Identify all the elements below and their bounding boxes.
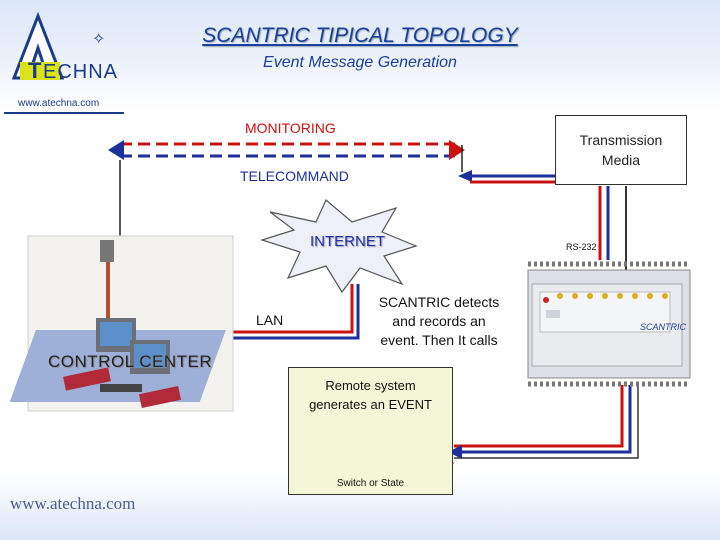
transmission-label-line1: Transmission (579, 132, 663, 148)
transmission-arrow-icon (458, 170, 472, 182)
header-divider (4, 112, 124, 114)
remote-line2: generates an EVENT (309, 397, 432, 412)
event-line-black (454, 385, 639, 459)
transmission-label-line2: Media (601, 152, 641, 168)
atechna-logo: T ECHNA ✧ (10, 12, 122, 92)
internet-cloud-icon (259, 199, 418, 294)
event-line-red (454, 385, 624, 448)
logo-text: ECHNA (43, 61, 118, 83)
switch-label: Switch or State (336, 478, 405, 489)
scantric-desc-line3: event. Then It calls (380, 332, 498, 348)
header-background (0, 0, 720, 110)
remote-system-box (288, 367, 453, 495)
device-brand-label: SCANTRIC (640, 322, 687, 332)
footer-website[interactable]: www.atechna.com (10, 494, 136, 513)
internet-label: INTERNET (310, 233, 385, 250)
website-small[interactable]: www.atechna.com (18, 98, 100, 109)
event-arrow-icon (448, 445, 462, 459)
arrow-left-icon (108, 140, 124, 160)
scantric-device-picture: SCANTRIC (527, 261, 691, 387)
control-center-label: CONTROL CENTER (48, 352, 213, 371)
logo-t-bar (20, 62, 60, 80)
rs232-label: RS-232 (566, 242, 597, 252)
scantric-desc-line1: SCANTRIC detects (378, 294, 500, 310)
scantric-description: SCANTRIC detects and records an event. T… (364, 293, 514, 350)
control-center-picture (9, 235, 234, 412)
remote-system-text: Remote system generates an EVENT (288, 376, 453, 414)
page-title: SCANTRIC TIPICAL TOPOLOGY (202, 24, 518, 47)
arrow-right-icon (449, 140, 465, 160)
logo-t-letter: T (28, 58, 42, 83)
monitoring-label: MONITORING (245, 120, 336, 136)
lan-label: LAN (256, 312, 284, 328)
scantric-desc-line2: and records an (392, 313, 486, 329)
logo-star-icon: ✧ (92, 29, 105, 48)
transmission-media-box: Transmission Media (555, 115, 687, 185)
remote-line1: Remote system (325, 378, 416, 393)
page-subtitle: Event Message Generation (263, 54, 457, 71)
telecommand-label: TELECOMMAND (240, 168, 349, 184)
event-line-blue (454, 385, 632, 454)
